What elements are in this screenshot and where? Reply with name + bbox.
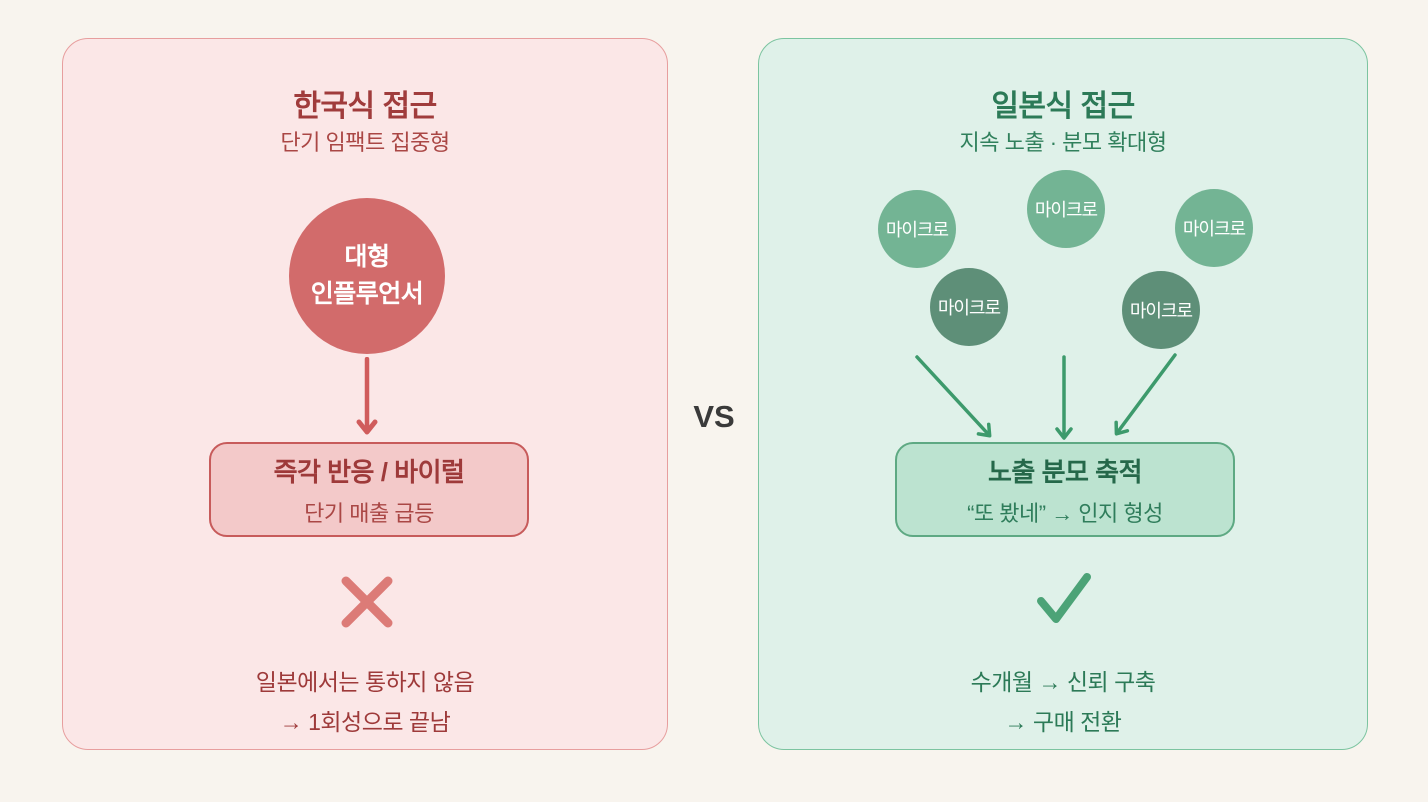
footnote-line1: 수개월 → 신뢰 구축 xyxy=(970,669,1156,695)
panel-subtitle: 단기 임팩트 집중형 xyxy=(280,130,450,155)
accumulation-result-box: 노출 분모 축적 “또 봤네” → 인지 형성 xyxy=(895,442,1235,537)
micro-influencer-circle: 마이크로 xyxy=(930,268,1008,346)
circle-label-line2: 인플루언서 xyxy=(310,280,424,308)
micro-influencer-circle: 마이크로 xyxy=(878,190,956,268)
circle-label-line1: 대형 xyxy=(344,243,390,271)
result-box-line1: 즉각 반응 / 바이럴 xyxy=(273,456,465,487)
x-mark-icon xyxy=(341,576,393,628)
panel-subtitle: 지속 노출 · 분모 확대형 xyxy=(959,130,1167,155)
footnote-line2: → 구매 전환 xyxy=(1004,709,1122,735)
large-influencer-circle: 대형 인플루언서 xyxy=(289,198,445,354)
converging-arrows-icon xyxy=(915,353,1177,440)
check-mark-icon xyxy=(1037,573,1091,623)
micro-influencer-circle: 마이크로 xyxy=(1175,189,1253,267)
japanese-approach-panel: 일본식 접근 지속 노출 · 분모 확대형 마이크로 마이크로 마이크로 마이크… xyxy=(758,38,1368,750)
korean-approach-panel: 한국식 접근 단기 임팩트 집중형 대형 인플루언서 즉각 반응 / 바이럴 단… xyxy=(62,38,668,750)
footnote-line1: 일본에서는 통하지 않음 xyxy=(255,669,475,695)
down-arrow-icon xyxy=(356,357,378,435)
panel-title: 일본식 접근 xyxy=(991,90,1135,123)
footnote-line2: → 1회성으로 끝남 xyxy=(279,709,451,735)
micro-influencer-circle: 마이크로 xyxy=(1122,271,1200,349)
micro-influencer-circle: 마이크로 xyxy=(1027,170,1105,248)
result-box-line1: 노출 분모 축적 xyxy=(988,456,1142,487)
panel-title: 한국식 접근 xyxy=(293,90,437,123)
vs-label: VS xyxy=(693,399,735,434)
result-box-line2: “또 봤네” → 인지 형성 xyxy=(967,500,1163,526)
immediate-result-box: 즉각 반응 / 바이럴 단기 매출 급등 xyxy=(209,442,529,537)
result-box-line2: 단기 매출 급등 xyxy=(304,500,434,526)
